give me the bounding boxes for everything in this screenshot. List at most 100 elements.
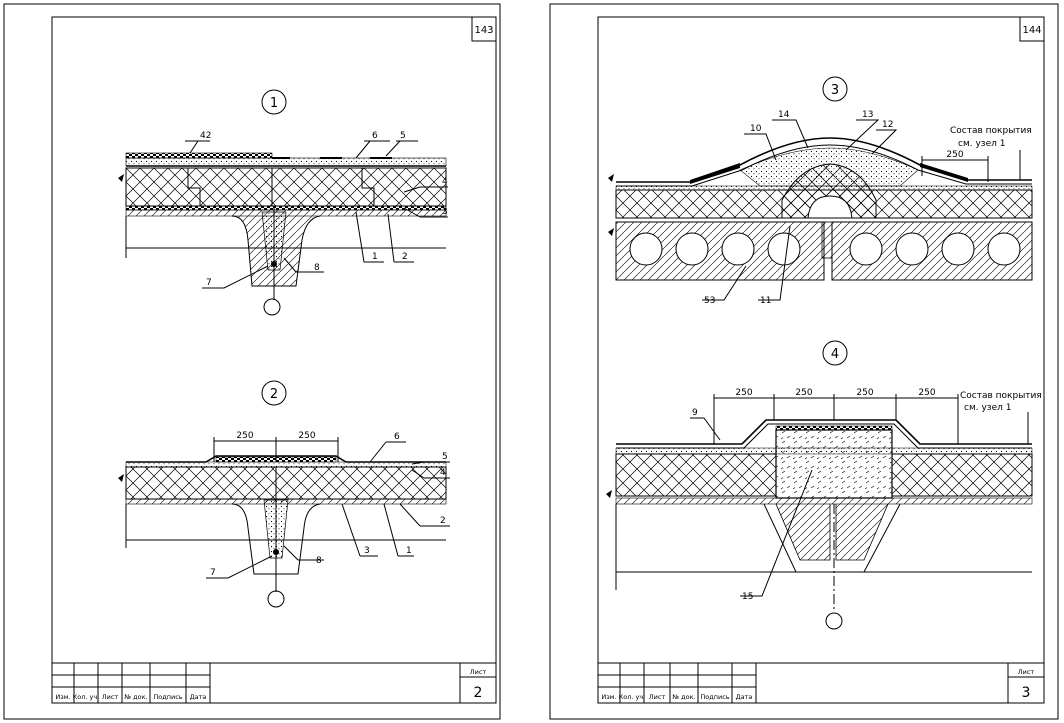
detail-4-marker-label: 4	[831, 347, 839, 362]
detail-2-leader	[383, 503, 414, 557]
detail-3-leader	[702, 265, 747, 301]
detail-1-marker	[261, 89, 287, 115]
tb-col-izm: Изм.	[601, 693, 616, 701]
right-title-block: Изм. Кол. уч. Лист № док. Подпись Дата Л…	[598, 662, 1044, 703]
detail-1-membrane-overlay	[125, 152, 273, 159]
detail-1-callout-42: 42	[200, 131, 211, 141]
detail-2-overlay-strip	[215, 456, 337, 463]
detail-1-insulation	[125, 167, 447, 207]
detail-1-leader	[355, 211, 384, 263]
detail-3-hollow-core	[629, 232, 663, 266]
detail-3-leader	[758, 225, 791, 301]
detail-4-insulation-left	[615, 453, 777, 497]
detail-2-callout-3: 3	[364, 546, 370, 556]
detail-3-leader	[772, 119, 809, 149]
detail-3-marker	[822, 76, 848, 102]
tb-col-kol: Кол. уч.	[73, 693, 100, 701]
left-page-number-box	[471, 16, 497, 42]
right-sheet: 144 3	[549, 3, 1059, 720]
detail-1-marker-label: 1	[270, 96, 278, 111]
detail-1-leader	[185, 140, 210, 154]
detail-2-leader	[399, 503, 450, 527]
detail-1-callout-5: 5	[400, 131, 406, 141]
detail-2-leader	[341, 503, 378, 557]
detail-3-leader	[744, 133, 777, 161]
detail-2-leader	[206, 555, 273, 579]
tb-col-kol: Кол. уч.	[619, 693, 646, 701]
tb-col-sign: Подпись	[700, 693, 729, 701]
detail-3-note-line2: см. узел 1	[958, 139, 1005, 149]
detail-3-hollow-core	[987, 232, 1021, 266]
detail-3-callout-10: 10	[750, 124, 762, 134]
detail-3-hollow-core	[767, 232, 801, 266]
detail-1-vapour-barrier	[125, 205, 447, 211]
detail-3-anchor	[821, 221, 833, 259]
detail-4-axis-marker	[825, 612, 843, 630]
right-sheet-border	[549, 3, 1059, 720]
detail-1: 1 42	[118, 89, 448, 316]
tb-col-date: Дата	[736, 693, 753, 701]
detail-3-leader	[845, 119, 880, 151]
detail-2-callout-2: 2	[440, 516, 446, 526]
detail-2-marker-label: 2	[270, 387, 278, 402]
detail-1-callout-6: 6	[372, 131, 378, 141]
right-sheet-frame	[597, 16, 1045, 704]
detail-3-callout-11: 11	[760, 296, 771, 306]
detail-1-seam-strip	[370, 157, 392, 159]
detail-4-leveling	[615, 497, 1033, 505]
tb-sheet-number: 3	[1022, 685, 1031, 701]
detail-4-break-mark	[606, 490, 612, 498]
right-page-number: 144	[1022, 25, 1041, 36]
detail-2-marker	[261, 380, 287, 406]
detail-2-callout-1: 1	[406, 546, 412, 556]
detail-3-note-line1: Состав покрытия	[950, 126, 1032, 136]
detail-2-axis-marker	[267, 590, 285, 608]
detail-4-membrane-top	[616, 419, 1032, 445]
detail-4-leader	[740, 469, 813, 597]
detail-1-leader	[387, 213, 414, 263]
detail-4-callout-15: 15	[742, 592, 753, 602]
tb-sheet-label: Лист	[1018, 668, 1035, 676]
left-sheet-border	[3, 3, 501, 720]
detail-3-leader	[871, 129, 898, 155]
detail-4-insulation-right	[891, 453, 1033, 497]
detail-1-axis-marker	[263, 298, 281, 316]
detail-4-dim-a: 250	[735, 388, 752, 398]
detail-4-callout-9: 9	[692, 408, 698, 418]
detail-4-note-line2: см. узел 1	[964, 403, 1011, 413]
detail-2-callout-7: 7	[210, 568, 216, 578]
tb-col-list: Лист	[649, 693, 666, 701]
detail-4-dim-b: 250	[795, 388, 812, 398]
detail-3-marker-label: 3	[831, 83, 839, 98]
detail-2-dim-a: 250	[236, 431, 253, 441]
detail-1-leader	[403, 207, 448, 218]
detail-3: 3	[608, 76, 1033, 306]
detail-2-leader	[369, 441, 406, 463]
detail-2-leader	[283, 545, 324, 561]
detail-1-callout-3: 3	[442, 207, 448, 217]
detail-3-break-mark	[608, 228, 614, 236]
tb-col-doc: № док.	[671, 693, 695, 701]
detail-4-marker	[822, 340, 848, 366]
detail-3-callout-12: 12	[882, 120, 893, 130]
detail-3-membrane-top	[616, 137, 1032, 183]
tb-col-list: Лист	[102, 693, 119, 701]
left-title-block: Изм. Кол. уч. Лист № док. Подпись Дата Л…	[52, 662, 496, 703]
detail-1-callout-1: 1	[372, 252, 378, 262]
detail-2-callout-5: 5	[442, 452, 448, 462]
tb-sheet-label: Лист	[470, 668, 487, 676]
tb-col-date: Дата	[190, 693, 207, 701]
detail-1-callout-8: 8	[314, 263, 320, 273]
detail-3-callout-13: 13	[862, 110, 873, 120]
detail-2-leader	[411, 461, 450, 465]
detail-2-dim-b: 250	[298, 431, 315, 441]
detail-2-screed	[125, 461, 447, 468]
detail-2-break-mark	[118, 474, 124, 482]
detail-4-dim-c: 250	[856, 388, 873, 398]
detail-1-callout-7: 7	[206, 278, 212, 288]
detail-3-compensator-void	[807, 195, 853, 219]
detail-1-seam-strip	[272, 157, 290, 159]
detail-1-stepped-joint	[187, 168, 201, 206]
tb-sheet-number: 2	[474, 685, 483, 701]
